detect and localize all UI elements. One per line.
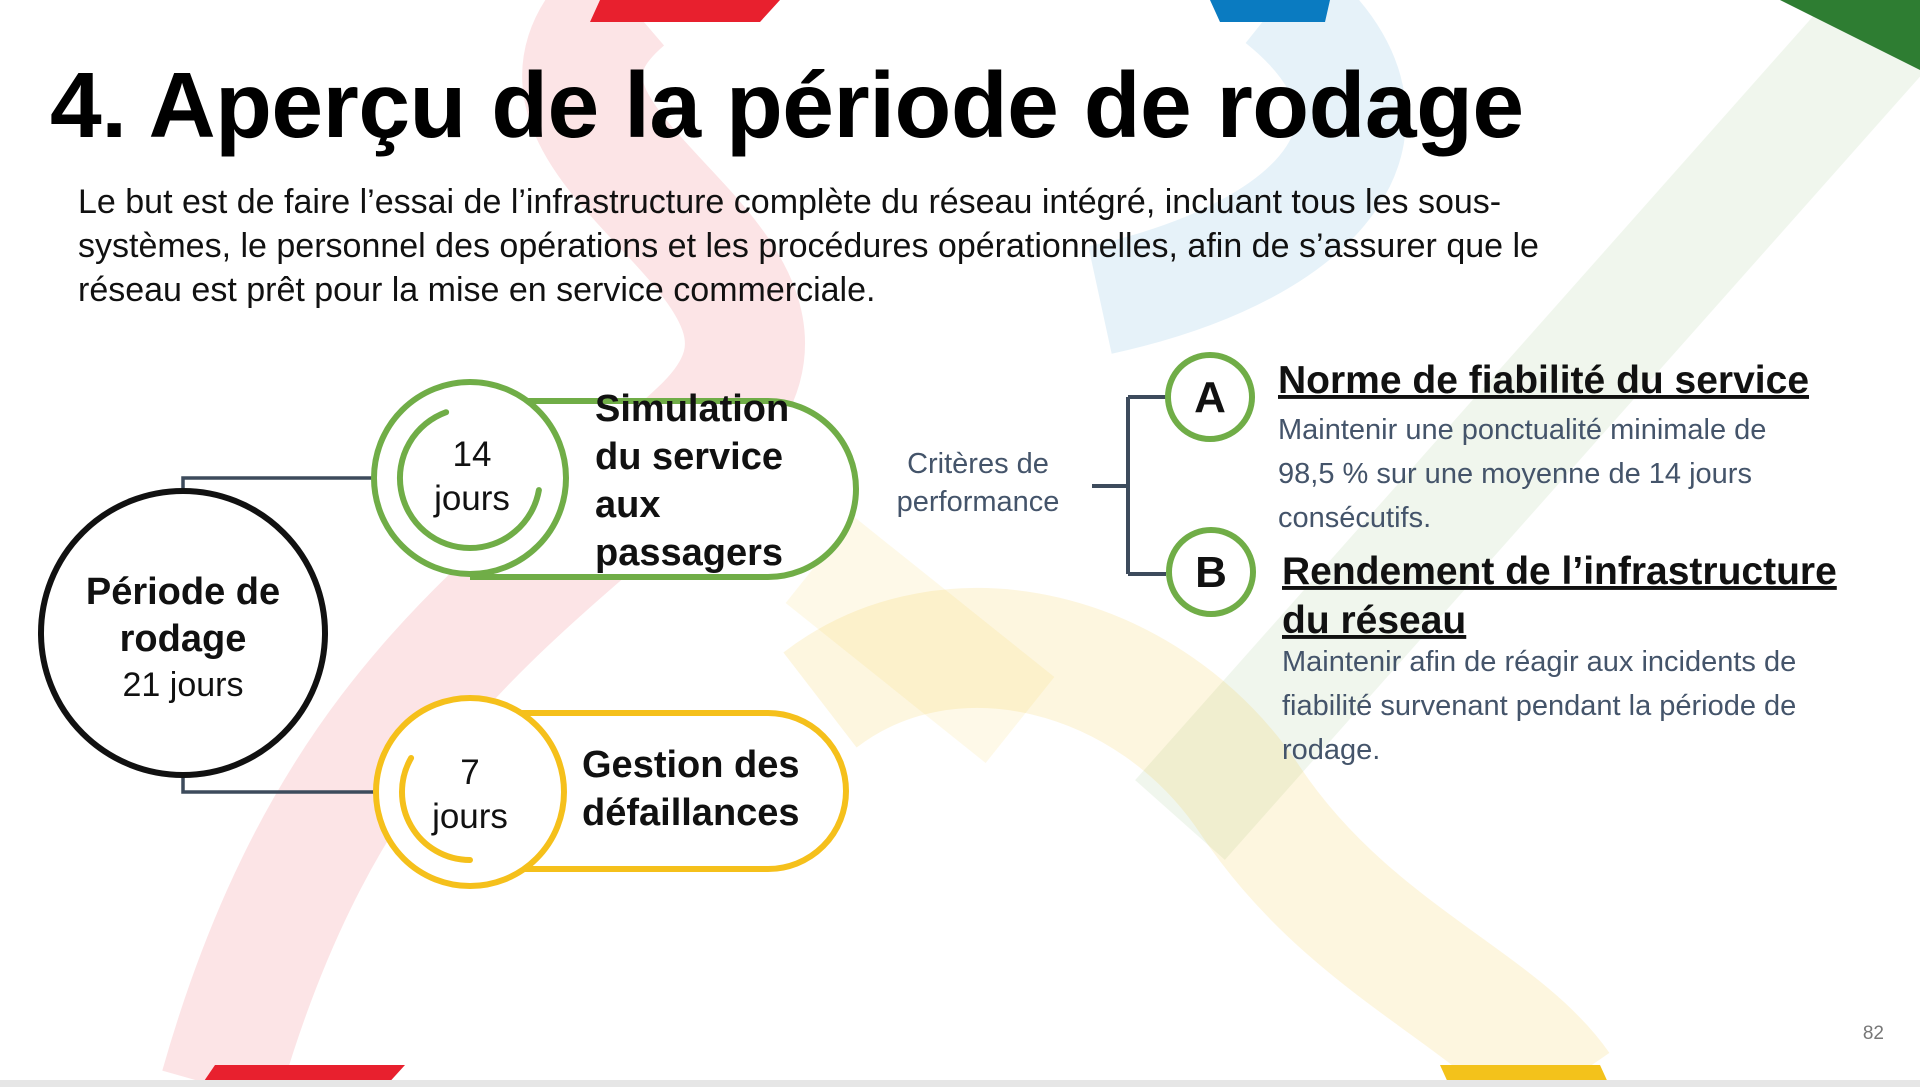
criteria-label: Critères de bbox=[907, 448, 1049, 480]
main-period-label: Période de bbox=[86, 571, 280, 613]
main-period-duration: 21 jours bbox=[123, 666, 244, 704]
phase-capsule-defaillances bbox=[470, 710, 849, 872]
phase-progress-arc-defaillances bbox=[399, 755, 473, 863]
intro-paragraph: Le but est de faire l’essai de l’infrast… bbox=[78, 180, 1678, 312]
phase-label-defaillances: Gestion des bbox=[582, 744, 800, 786]
criterion-b-title: Rendement de l’infrastructure bbox=[1282, 550, 1837, 593]
criterion-b-description: rodage. bbox=[1282, 734, 1380, 766]
intro-line: Le but est de faire l’essai de l’infrast… bbox=[78, 183, 1502, 221]
main-period-circle bbox=[38, 488, 328, 778]
slide-title: 4. Aperçu de la période de rodage bbox=[50, 53, 1524, 157]
page-number: 82 bbox=[1862, 1023, 1884, 1044]
intro-line: systèmes, le personnel des opérations et… bbox=[78, 227, 1539, 265]
phase-label-simulation: Simulation bbox=[595, 388, 789, 430]
criterion-b-description: fiabilité survenant pendant la période d… bbox=[1282, 690, 1796, 722]
criteria-bracket bbox=[1092, 395, 1166, 576]
criterion-b-letter: B bbox=[1195, 548, 1227, 597]
criterion-a-description: consécutifs. bbox=[1278, 502, 1431, 534]
phase-capsule-simulation bbox=[470, 398, 859, 580]
criterion-b-badge bbox=[1166, 527, 1256, 617]
phase-days-defaillances: 7 bbox=[460, 753, 479, 792]
main-period-label: rodage bbox=[120, 618, 247, 660]
phase-unit-simulation: jours bbox=[433, 479, 510, 518]
criterion-a-title: Norme de fiabilité du service bbox=[1278, 359, 1809, 402]
criterion-b-description: Maintenir afin de réagir aux incidents d… bbox=[1282, 646, 1796, 678]
phase-label-simulation: du service bbox=[595, 436, 783, 478]
phase-label-simulation: aux bbox=[595, 484, 660, 526]
phase-days-simulation: 14 bbox=[453, 435, 492, 474]
intro-line: réseau est prêt pour la mise en service … bbox=[78, 271, 876, 309]
criteria-label: performance bbox=[897, 486, 1060, 518]
criterion-a-badge bbox=[1165, 352, 1255, 442]
criterion-a-description: 98,5 % sur une moyenne de 14 jours bbox=[1278, 458, 1752, 490]
phase-unit-defaillances: jours bbox=[431, 797, 508, 836]
phase-label-defaillances: défaillances bbox=[582, 792, 800, 834]
criterion-a-description: Maintenir une ponctualité minimale de bbox=[1278, 414, 1766, 446]
criterion-a-letter: A bbox=[1194, 373, 1226, 422]
criterion-b-title: du réseau bbox=[1282, 599, 1466, 642]
phase-label-simulation: passagers bbox=[595, 532, 783, 574]
phase-progress-arc-simulation bbox=[397, 409, 542, 551]
